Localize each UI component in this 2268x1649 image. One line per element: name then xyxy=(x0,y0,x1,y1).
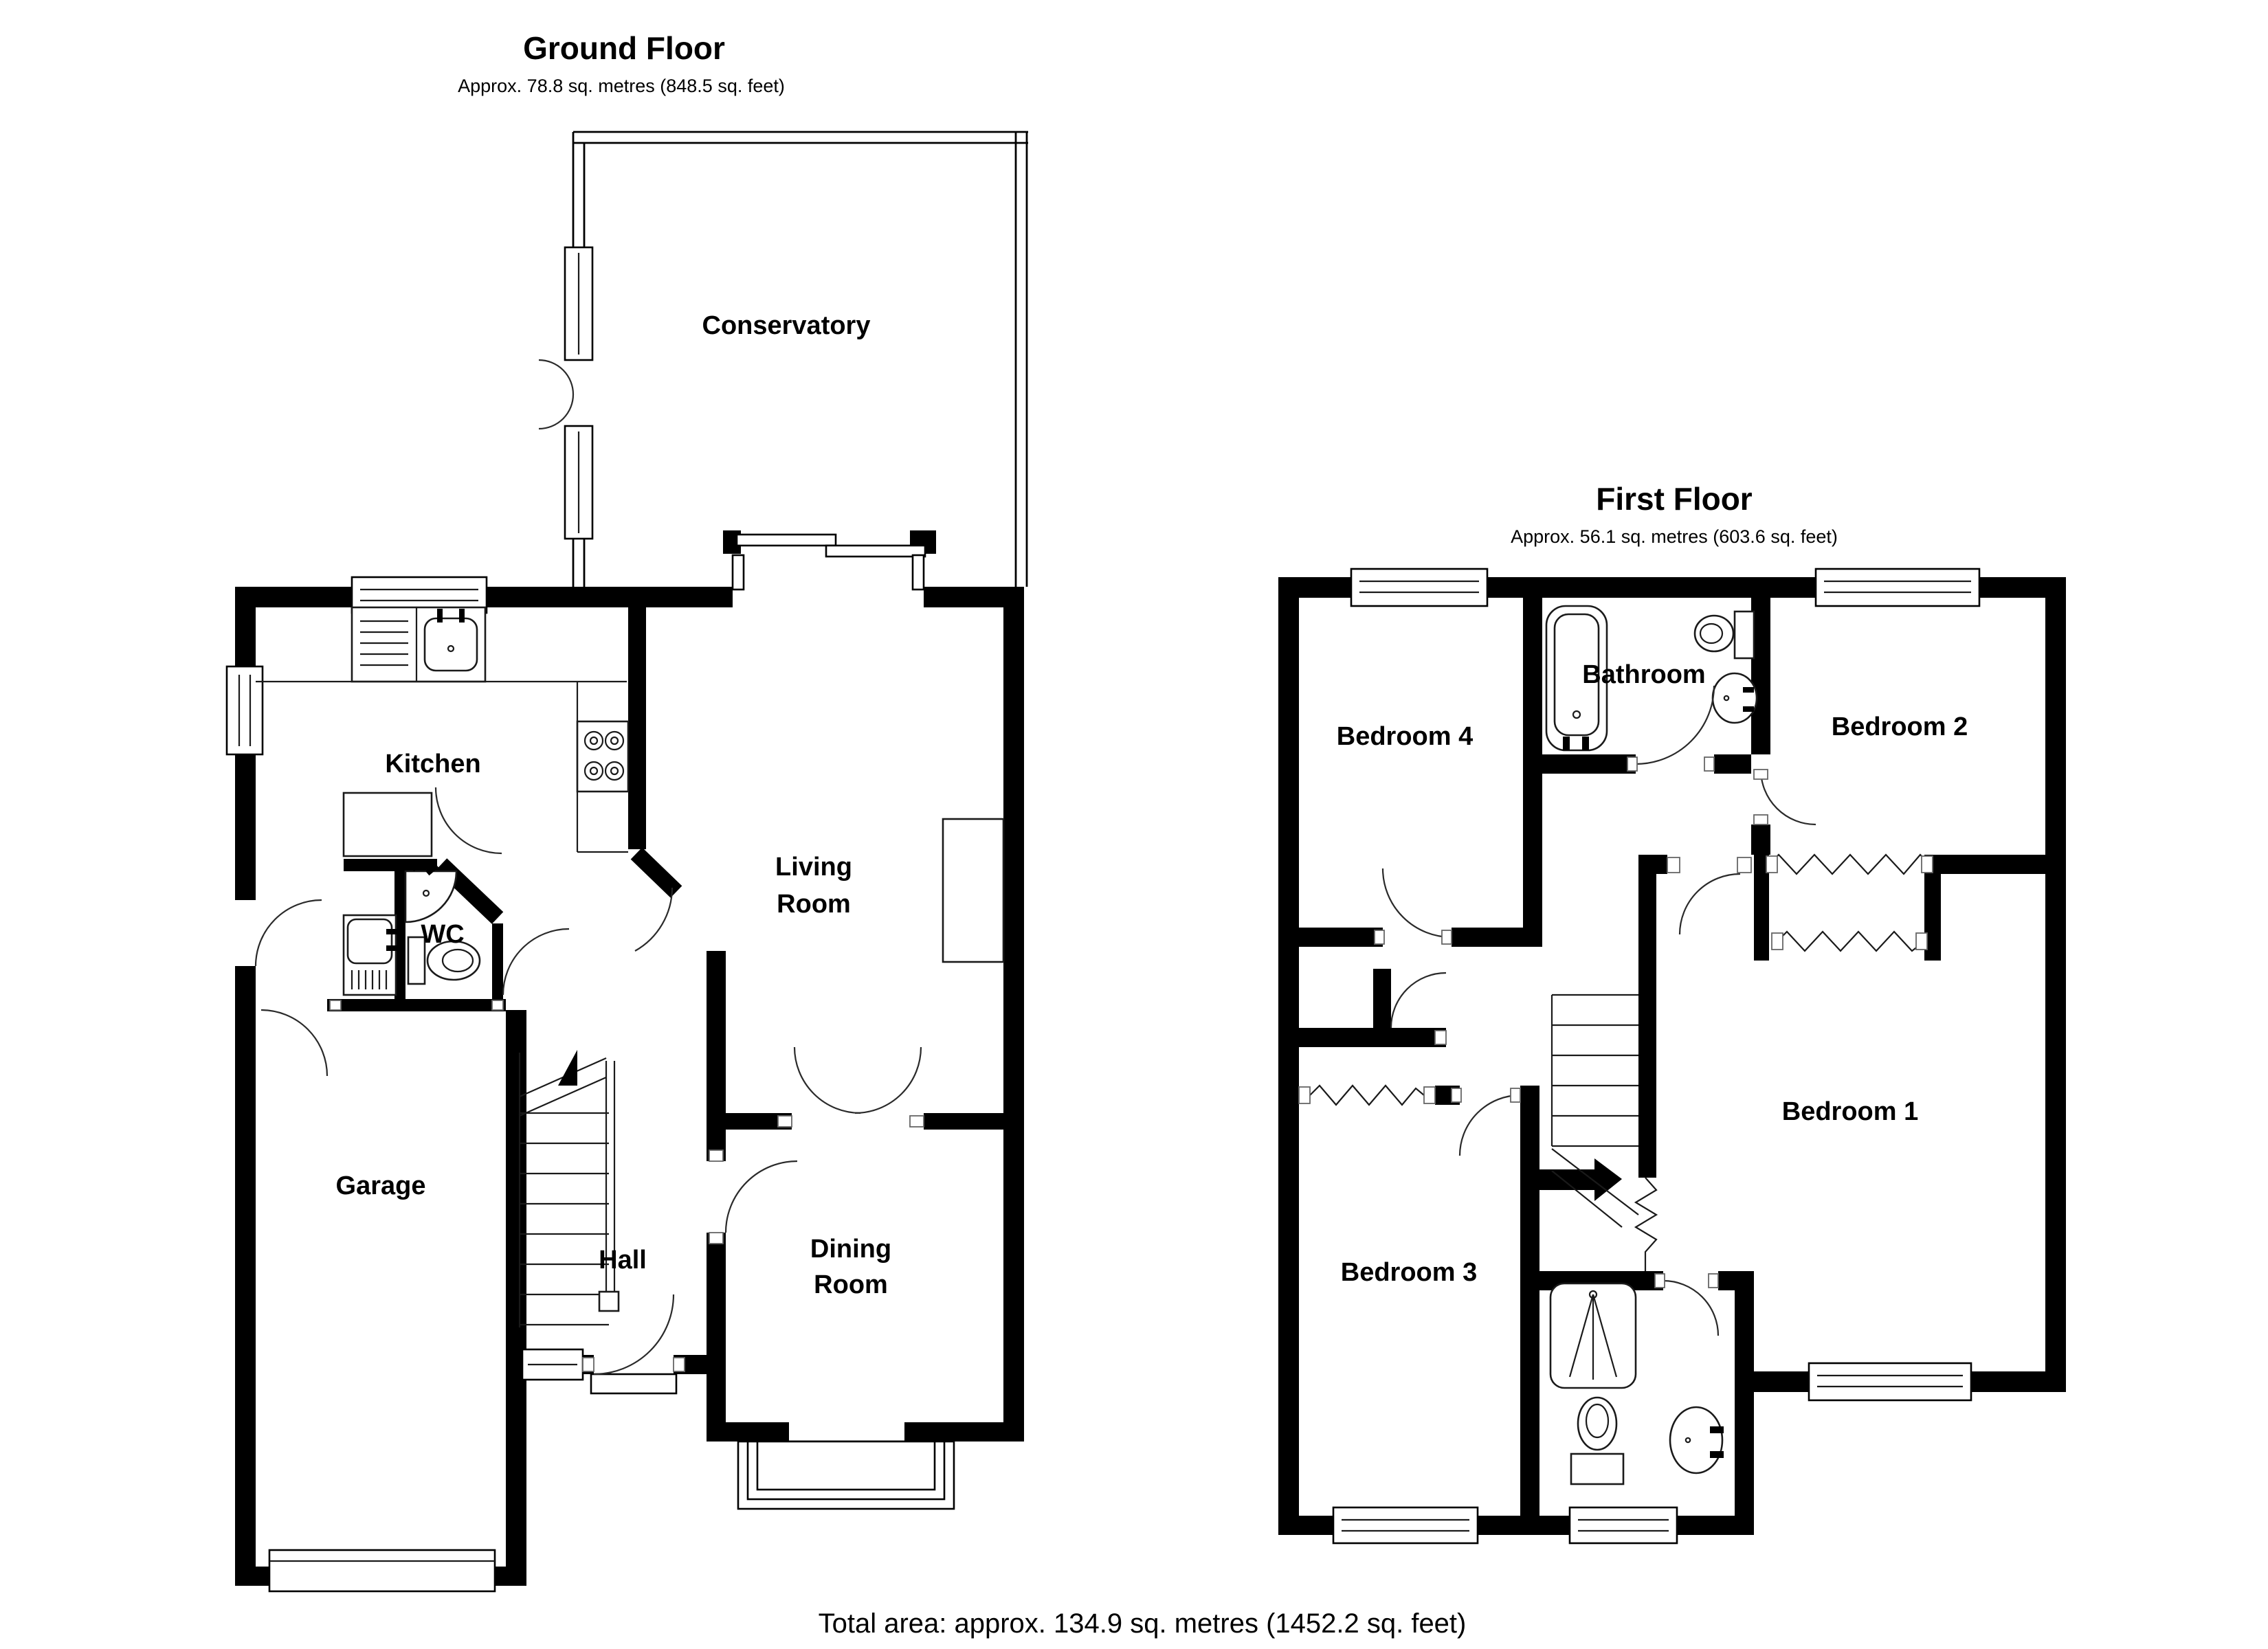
kitchen-cupboard xyxy=(342,792,433,857)
label-bedroom3: Bedroom 3 xyxy=(1341,1258,1477,1287)
label-hall: Hall xyxy=(599,1246,647,1275)
ground-floor-plan: Ground Floor Approx. 78.8 sq. metres (84… xyxy=(225,30,1028,1593)
living-room-door-arc xyxy=(634,887,674,952)
bedroom1-wardrobe xyxy=(1777,930,1925,952)
first-door-jambs xyxy=(1374,756,1768,1288)
bedroom4-window xyxy=(1350,568,1489,607)
label-dining-room-2: Room xyxy=(814,1270,888,1299)
total-area-text: Total area: approx. 134.9 sq. metres (14… xyxy=(819,1608,1467,1639)
ground-doors xyxy=(254,787,922,1376)
ensuite-toilet xyxy=(1570,1396,1625,1485)
wardrobes xyxy=(1298,853,1933,1271)
french-doors xyxy=(538,359,575,430)
label-living-room-1: Living xyxy=(775,853,852,882)
stair-arrow-first xyxy=(1594,1158,1622,1201)
ground-walls xyxy=(235,530,1024,1586)
dining-bay-window xyxy=(737,1440,955,1510)
landing-cupboard-door-arc xyxy=(1390,972,1447,1029)
first-floor-plan: First Floor Approx. 56.1 sq. metres (603… xyxy=(1278,481,2066,1545)
garage-door xyxy=(268,1549,496,1593)
bedroom4-door-arc xyxy=(1381,868,1452,939)
ensuite-basin xyxy=(1669,1406,1724,1474)
ensuite-door-arc xyxy=(1663,1279,1720,1336)
first-doors xyxy=(1381,685,1816,1336)
garage-internal-door-arc xyxy=(260,1009,329,1077)
shower xyxy=(1549,1282,1637,1389)
label-bathroom: Bathroom xyxy=(1582,660,1705,689)
stair-newel xyxy=(598,1290,620,1312)
bathroom-door-arc xyxy=(1635,685,1715,765)
ensuite-window xyxy=(1568,1506,1678,1545)
bedroom1-door-arc xyxy=(1678,873,1741,935)
wc-corner-basin xyxy=(404,859,458,923)
kitchen-side-window xyxy=(225,665,264,756)
front-door-arc xyxy=(593,1294,675,1376)
label-bedroom2: Bedroom 2 xyxy=(1832,713,1968,741)
label-kitchen: Kitchen xyxy=(385,750,480,778)
bedroom1-window xyxy=(1808,1362,1972,1402)
bathroom-basin xyxy=(1711,672,1758,724)
first-floor-subtitle: Approx. 56.1 sq. metres (603.6 sq. feet) xyxy=(1511,526,1838,547)
kitchen-hob xyxy=(576,720,630,793)
dining-door-arc xyxy=(724,1160,798,1233)
wc-door-arc xyxy=(502,928,570,996)
label-living-room-2: Room xyxy=(777,890,851,919)
porch-step xyxy=(590,1373,678,1395)
utility-sink xyxy=(342,914,397,996)
ground-floor-title: Ground Floor xyxy=(523,30,725,66)
stair-break-line xyxy=(1634,1177,1658,1271)
bedroom2-door-arc xyxy=(1759,769,1816,826)
double-door-left-arc xyxy=(793,1046,861,1114)
living-room-recess xyxy=(942,818,1005,963)
ground-floor-subtitle: Approx. 78.8 sq. metres (848.5 sq. feet) xyxy=(458,76,785,96)
bedroom3-window xyxy=(1332,1506,1479,1545)
kitchen-sink xyxy=(423,617,478,672)
ground-windows xyxy=(225,576,955,1510)
label-bedroom1: Bedroom 1 xyxy=(1782,1097,1918,1126)
bathtub xyxy=(1545,605,1608,752)
bedroom3-wardrobe xyxy=(1309,1084,1425,1106)
label-dining-room-1: Dining xyxy=(810,1235,891,1264)
kitchen-door-arc xyxy=(434,787,502,855)
ground-stairs xyxy=(518,1050,620,1327)
label-wc: WC xyxy=(421,920,464,949)
stair-direction-arrow xyxy=(558,1050,577,1086)
side-door-arc xyxy=(254,899,322,967)
conservatory-walls xyxy=(538,131,1028,587)
first-floor-title: First Floor xyxy=(1596,481,1753,517)
label-garage: Garage xyxy=(336,1171,426,1200)
bedroom3-door-arc xyxy=(1458,1094,1521,1156)
kitchen-sink-unit xyxy=(351,606,487,683)
label-conservatory: Conservatory xyxy=(702,311,871,340)
first-stairs xyxy=(1550,994,1639,1228)
sliding-door xyxy=(731,533,926,591)
bedroom2-wardrobe xyxy=(1768,853,1931,875)
ground-door-jambs xyxy=(329,1000,924,1372)
wc-toilet xyxy=(407,936,481,985)
label-bedroom4: Bedroom 4 xyxy=(1337,722,1473,751)
bedroom2-window xyxy=(1814,568,1981,607)
bathroom-toilet xyxy=(1693,610,1755,660)
first-windows xyxy=(1332,568,1981,1545)
double-door-right-arc xyxy=(854,1046,922,1114)
